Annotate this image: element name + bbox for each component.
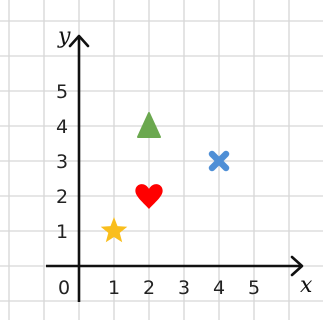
x-axis-arrow: [290, 255, 304, 277]
x-tick-label: 3: [178, 277, 190, 299]
y-axis-arrow: [68, 34, 90, 48]
x-tick-label: 4: [213, 277, 225, 299]
y-tick-label: 3: [56, 151, 68, 173]
plotted-points: [100, 112, 230, 243]
y-tick-label: 5: [56, 81, 68, 103]
x-tick-label: 5: [248, 277, 260, 299]
x-tick-label: 2: [143, 277, 155, 299]
star-icon: [100, 217, 128, 243]
triangle-icon: [137, 112, 161, 138]
x-axis-label: x: [300, 273, 313, 298]
x-tick-label: 0: [58, 277, 70, 299]
x-tick-label: 1: [108, 277, 120, 299]
y-tick-label: 4: [56, 116, 68, 138]
axes: x y: [46, 24, 313, 302]
y-tick-label: 1: [56, 221, 68, 243]
cross-stroke: [208, 150, 230, 172]
cross-icon: [208, 150, 230, 172]
tick-labels: 0 1 2 3 4 5 1 2 3 4 5: [56, 81, 260, 299]
heart-icon: [135, 184, 163, 209]
y-axis-label: y: [57, 24, 71, 49]
y-tick-label: 2: [56, 186, 68, 208]
